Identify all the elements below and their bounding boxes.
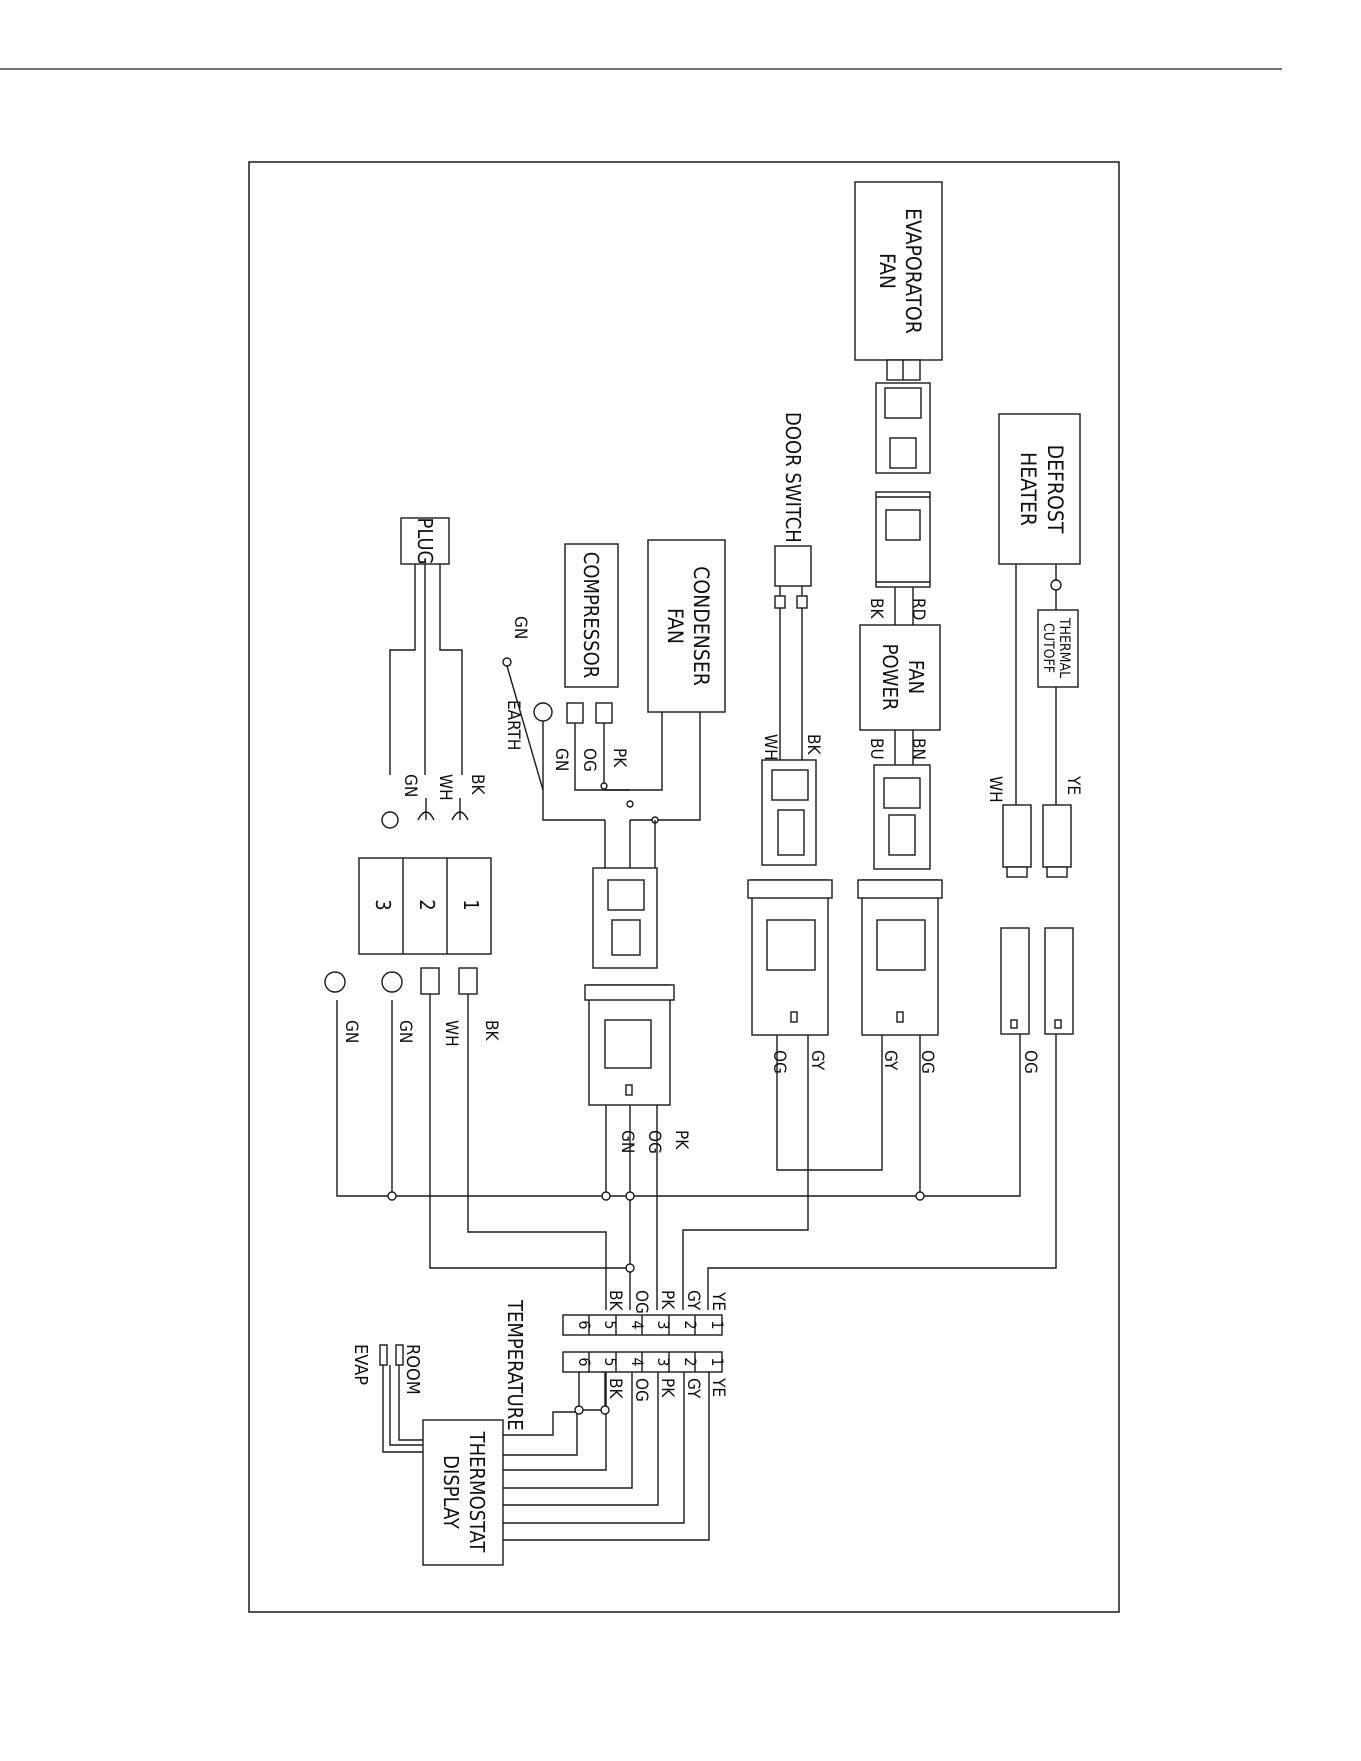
upper-wire-ye: YE xyxy=(708,1291,728,1311)
condenser-fan-label-1: CONDENSER xyxy=(689,566,713,686)
wire-label-wh-heater: WH xyxy=(985,776,1005,803)
evap-sensor-label: EVAP xyxy=(350,1344,371,1385)
wire-label-gn-comp: GN xyxy=(551,748,571,771)
wire-label-og-conn: OG xyxy=(644,1130,664,1154)
wire-label-gn-mains-2: GN xyxy=(341,1020,361,1043)
wire-label-bk-plug: BK xyxy=(467,774,487,795)
wire-label-bk-fan: BK xyxy=(866,598,886,619)
terminal-block-3: 3 xyxy=(371,899,395,910)
defrost-heater-label-1: DEFROST xyxy=(1043,445,1067,534)
wire-label-gn-mains-1: GN xyxy=(395,1020,415,1043)
terminal-block: 1 2 3 xyxy=(359,858,491,954)
upper-pin-6: 6 xyxy=(575,1320,594,1329)
evaporator-fan-connector xyxy=(876,383,930,587)
earth-label: EARTH xyxy=(503,700,523,750)
evaporator-fan-label-1: EVAPORATOR xyxy=(901,208,925,334)
earth-strap: EARTH GN xyxy=(503,616,543,790)
defrost-connectors xyxy=(1001,805,1073,1034)
lower-pin-5: 5 xyxy=(601,1357,620,1366)
compressor-label: COMPRESSOR xyxy=(579,552,603,678)
wire-label-gy-fan: GY xyxy=(880,1050,900,1071)
wire-label-og-heater: OG xyxy=(1020,1050,1040,1074)
lower-pin-6: 6 xyxy=(575,1357,594,1366)
mains-terminals: BK WH GN GN xyxy=(325,968,501,1047)
wire-label-gn-plug: GN xyxy=(400,774,420,797)
plug: PLUG BK WH GN xyxy=(382,518,487,829)
wire-label-gn-conn: GN xyxy=(617,1130,637,1153)
compressor-connector: PK OG GN xyxy=(585,820,691,1154)
lower-pin-4: 4 xyxy=(628,1357,647,1366)
lower-pin-3: 3 xyxy=(654,1357,673,1366)
thermostat-display-label-1: THERMOSTAT xyxy=(465,1431,489,1554)
wire-label-wh-mains: WH xyxy=(441,1020,461,1047)
thermal-cutoff: THERMAL CUTOFF YE WH xyxy=(985,610,1083,805)
fan-power-label-2: POWER xyxy=(878,644,902,711)
compressor-terminals: PK OG GN xyxy=(534,703,658,823)
lower-wire-bk: BK xyxy=(605,1378,625,1399)
door-switch-label: DOOR SWITCH xyxy=(781,412,805,543)
wire-label-rd: RD xyxy=(908,598,928,620)
pin-connector-upper: YE GY PK OG BK 1 2 3 4 5 6 xyxy=(563,1290,728,1335)
lower-wire-gy: GY xyxy=(683,1378,703,1399)
plug-label: PLUG xyxy=(413,518,437,565)
wire-label-gy-door: GY xyxy=(807,1050,827,1071)
thermostat-display-label-2: DISPLAY xyxy=(439,1455,463,1530)
wire-label-og-door: OG xyxy=(769,1050,789,1074)
room-sensor-label: ROOM xyxy=(402,1344,423,1395)
fan-power-housing: OG GY xyxy=(858,880,942,1074)
wire-label-bu: BU xyxy=(866,738,886,760)
wire-label-bk-mains: BK xyxy=(481,1020,501,1041)
wire-label-bn: BN xyxy=(908,738,928,760)
condenser-fan: CONDENSER FAN xyxy=(605,540,725,820)
wire-label-wh-plug: WH xyxy=(435,774,455,801)
upper-pin-5: 5 xyxy=(601,1320,620,1329)
upper-pin-2: 2 xyxy=(681,1320,700,1329)
fan-power: RD BK FAN POWER BN BU xyxy=(860,587,940,765)
lower-wire-ye: YE xyxy=(708,1377,728,1397)
lower-pin-1: 1 xyxy=(708,1357,727,1366)
lower-wire-pk: PK xyxy=(657,1378,677,1398)
upper-wire-gy: GY xyxy=(683,1290,703,1311)
thermostat-display: THERMOSTAT DISPLAY ROOM EVAP xyxy=(350,1344,709,1565)
condenser-fan-label-2: FAN xyxy=(663,608,687,644)
temperature-label: TEMPERATURE xyxy=(503,1299,527,1431)
upper-wire-og: OG xyxy=(631,1290,651,1314)
door-switch: DOOR SWITCH BK WH xyxy=(760,412,823,865)
upper-wire-bk: BK xyxy=(605,1290,625,1311)
wire-label-og-comp: OG xyxy=(579,748,599,772)
upper-wire-pk: PK xyxy=(657,1290,677,1310)
wire-label-wh-door: WH xyxy=(760,734,780,761)
lower-wire-og: OG xyxy=(631,1378,651,1402)
compressor: COMPRESSOR xyxy=(565,544,618,687)
evaporator-fan: EVAPORATOR FAN xyxy=(855,182,942,380)
evaporator-fan-label-2: FAN xyxy=(875,253,899,289)
upper-pin-4: 4 xyxy=(628,1320,647,1329)
door-switch-housing: GY OG xyxy=(748,880,832,1074)
upper-pin-3: 3 xyxy=(654,1320,673,1329)
fan-power-connector xyxy=(874,765,930,869)
wire-label-pk-conn: PK xyxy=(671,1130,691,1150)
terminal-block-2: 2 xyxy=(415,899,439,910)
wire-label-pk-comp: PK xyxy=(609,748,629,768)
lower-pin-2: 2 xyxy=(681,1357,700,1366)
thermal-cutoff-label-1: THERMAL xyxy=(1056,617,1072,678)
upper-pin-1: 1 xyxy=(708,1320,727,1329)
fan-power-label-1: FAN xyxy=(904,660,928,694)
defrost-heater-label-2: HEATER xyxy=(1016,452,1040,526)
wire-label-ye-heater: YE xyxy=(1063,775,1083,795)
wire-label-gn-earth: GN xyxy=(510,616,530,639)
thermal-cutoff-label-2: CUTOFF xyxy=(1040,623,1056,673)
wire-label-bk-door: BK xyxy=(803,734,823,755)
terminal-block-1: 1 xyxy=(459,899,483,910)
